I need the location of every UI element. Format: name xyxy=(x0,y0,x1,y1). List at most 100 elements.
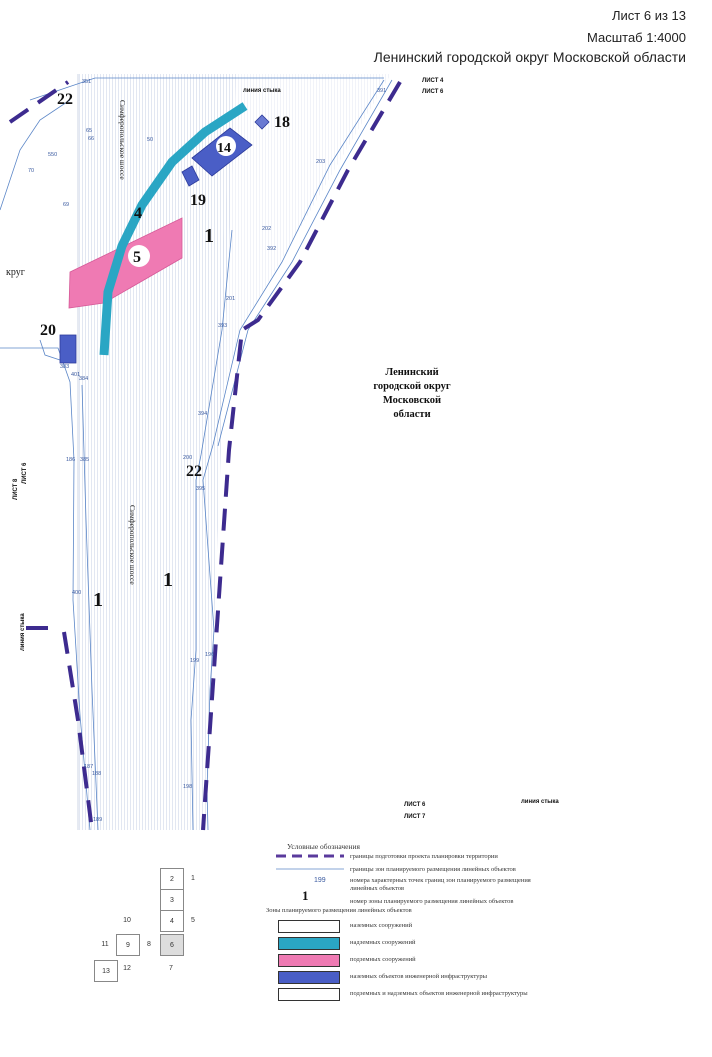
point-392: 392 xyxy=(267,246,276,252)
legend-boundary-text: границы подготовки проекта планировки те… xyxy=(350,853,498,860)
zone-14-marker xyxy=(216,136,236,156)
point-187: 187 xyxy=(84,764,93,770)
index-cell: 11 xyxy=(101,940,109,948)
point-395: 395 xyxy=(196,486,205,492)
legend-ground-text: наземных сооружений xyxy=(350,922,413,929)
planning-boundary xyxy=(8,80,402,831)
point-383: 383 xyxy=(60,364,69,370)
index-cell: 12 xyxy=(123,964,131,972)
index-cell: 3 xyxy=(160,889,184,911)
district-line-3: Московской xyxy=(383,395,441,406)
point-400: 400 xyxy=(72,590,81,596)
legend-swatch-engineering xyxy=(278,971,340,984)
legend-engineering-text: наземных объектов инженерной инфраструкт… xyxy=(350,973,487,980)
road-corridor xyxy=(77,74,391,830)
point-385: 385 xyxy=(80,457,89,463)
left-fragment: круг xyxy=(6,267,25,278)
legend-point-sample: 199 xyxy=(314,877,326,884)
region-title: Ленинский городской округ Московской обл… xyxy=(373,49,686,65)
point-198: 198 xyxy=(183,784,192,790)
zone-number-18: 18 xyxy=(274,114,290,131)
zone-number-14: 14 xyxy=(217,141,231,156)
zone-19-engineering xyxy=(181,165,200,187)
sheet-label-8: ЛИСТ 8 xyxy=(13,478,19,500)
road-name-upper: Симферопольское шоссе xyxy=(118,100,127,180)
zone-number-22-top: 22 xyxy=(57,91,73,108)
point-69: 69 xyxy=(63,202,69,208)
zone-number-4: 4 xyxy=(134,205,142,222)
index-cell: 2 xyxy=(160,868,184,890)
point-50: 50 xyxy=(147,137,153,143)
zone-4-above xyxy=(99,102,248,356)
zone-number-19: 19 xyxy=(190,192,206,209)
index-cell: 13 xyxy=(94,960,118,982)
legend-zone-line-text: границы зон планируемого размещения лине… xyxy=(350,866,516,873)
index-cell: 9 xyxy=(116,934,140,956)
zone-18-engineering xyxy=(254,114,270,130)
sheet-label-6c: ЛИСТ 6 xyxy=(404,802,426,808)
legend-swatch-above xyxy=(278,937,340,950)
zone-number-5: 5 xyxy=(133,249,141,266)
zone-5-marker xyxy=(128,245,150,267)
legend-swatch-ground xyxy=(278,920,340,933)
index-cell: 10 xyxy=(123,916,131,924)
legend-point-text: номера характерных точек границ зон план… xyxy=(350,877,531,892)
zone-5-underground xyxy=(68,217,183,309)
index-cell: 7 xyxy=(169,964,173,972)
index-cell: 8 xyxy=(147,940,151,948)
legend-engineering-mixed-text: подземных и надземных объектов инженерно… xyxy=(350,990,528,997)
zone-number-1-c: 1 xyxy=(93,589,103,611)
district-line-1: Ленинский xyxy=(385,367,438,378)
legend-title: Условные обозначения xyxy=(287,842,360,851)
sheet-label-7: ЛИСТ 7 xyxy=(404,814,426,820)
point-401: 401 xyxy=(71,372,80,378)
point-70: 70 xyxy=(28,168,34,174)
joint-line-left: линия стыка xyxy=(20,613,26,651)
legend-zone-sample: 1 xyxy=(302,888,309,902)
sheet-number: Лист 6 из 13 xyxy=(612,8,686,23)
point-202: 202 xyxy=(262,226,271,232)
point-203: 203 xyxy=(316,159,325,165)
zone-number-1-a: 1 xyxy=(204,225,214,247)
point-196: 196 xyxy=(205,652,214,658)
point-391: 391 xyxy=(377,88,386,94)
zone-20-engineering xyxy=(59,334,77,364)
zone-number-1-b: 1 xyxy=(163,569,173,591)
district-line-2: городской округ xyxy=(373,381,451,392)
legend-zones-heading: Зоны планируемого размещения линейных об… xyxy=(266,907,412,914)
legend-swatch-engineering-mixed xyxy=(278,988,340,1001)
point-351: 351 xyxy=(82,79,91,85)
road-name-lower: Симферопольское шоссе xyxy=(128,505,137,585)
index-cell: 1 xyxy=(191,874,195,882)
point-394: 394 xyxy=(198,411,207,417)
point-550: 550 xyxy=(48,152,57,158)
joint-line-bottom: линия стыка xyxy=(521,799,559,805)
zone-number-22-mid: 22 xyxy=(186,463,202,480)
legend-swatch-underground xyxy=(278,954,340,967)
legend-above-text: надземных сооружений xyxy=(350,939,416,946)
zone-number-20: 20 xyxy=(40,322,56,339)
index-cell: 5 xyxy=(191,916,195,924)
point-186: 186 xyxy=(66,457,75,463)
index-cell-current: 6 xyxy=(160,934,184,956)
joint-line-top: линия стыка xyxy=(243,88,281,94)
point-189: 189 xyxy=(93,817,102,823)
legend-zone-number-text: номер зоны планируемого размещения линей… xyxy=(350,898,514,905)
index-cell: 4 xyxy=(160,910,184,932)
point-66: 66 xyxy=(88,136,94,142)
point-199: 199 xyxy=(190,658,199,664)
point-384: 384 xyxy=(79,376,88,382)
map-scale: Масштаб 1:4000 xyxy=(587,30,686,45)
sheet-label-6b: ЛИСТ 6 xyxy=(22,462,28,484)
legend-symbols: 199 1 xyxy=(276,854,344,902)
plan-map: линия стыка ЛИСТ 4 ЛИСТ 6 ЛИСТ 6 ЛИСТ 7 … xyxy=(0,74,559,831)
sheet-label-4: ЛИСТ 4 xyxy=(422,78,444,84)
point-65: 65 xyxy=(86,128,92,134)
sheet-label-6a: ЛИСТ 6 xyxy=(422,89,444,95)
point-200: 200 xyxy=(183,455,192,461)
point-201: 201 xyxy=(226,296,235,302)
point-188: 188 xyxy=(92,771,101,777)
district-line-4: области xyxy=(393,409,430,420)
point-393: 393 xyxy=(218,323,227,329)
legend-underground-text: подземных сооружений xyxy=(350,956,416,963)
